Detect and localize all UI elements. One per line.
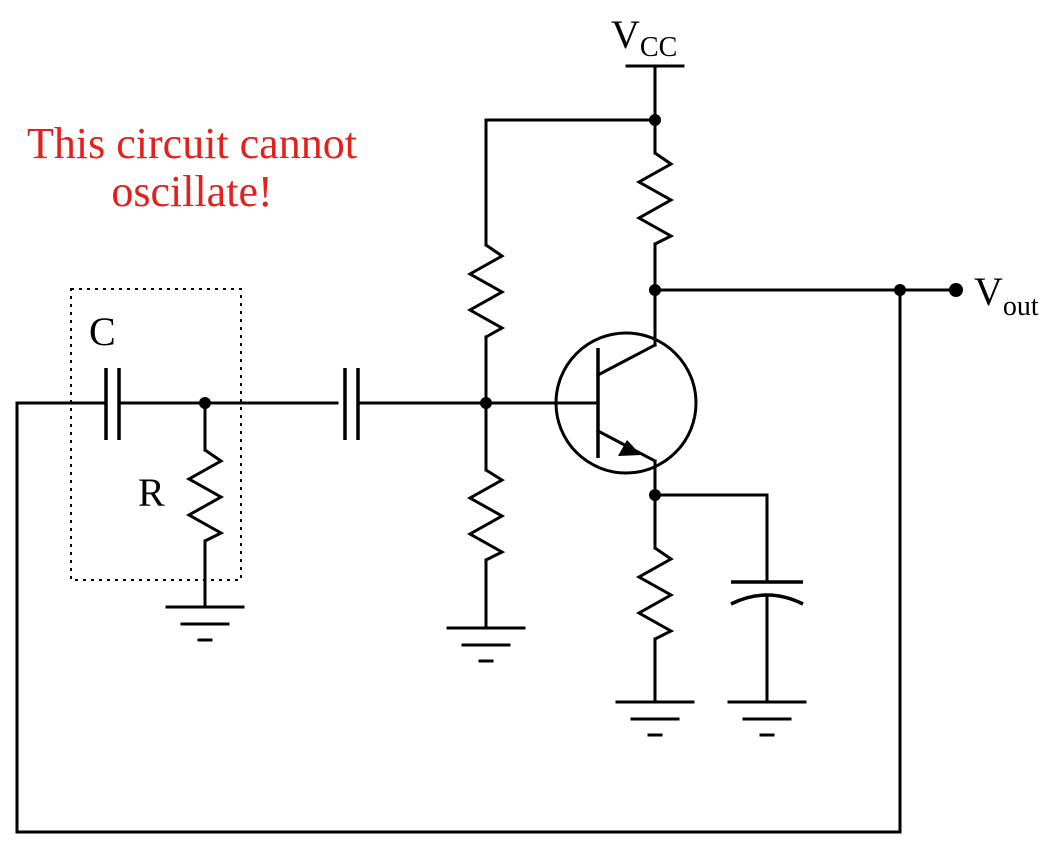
junction-dot [649, 284, 661, 296]
capacitor-label: C [89, 309, 116, 354]
vcc-terminal: VCC [611, 12, 685, 68]
ground-symbol-bias [446, 626, 526, 663]
coupling-capacitor [343, 368, 360, 440]
collector-resistor [635, 151, 675, 246]
resistor-r [185, 448, 225, 543]
junction-dot [649, 114, 661, 126]
junction-dot [480, 397, 492, 409]
emitter-arrow-icon [618, 440, 641, 456]
junction-dot [649, 489, 661, 501]
rc-section-box [70, 288, 242, 581]
ground-symbol-emitter [615, 700, 695, 737]
emitter-resistor [635, 546, 675, 641]
vout-label: Vout [974, 269, 1039, 322]
bias-top-wire [484, 118, 657, 247]
ground-symbol-r [165, 605, 245, 642]
npn-transistor [554, 331, 698, 475]
vcc-label: VCC [611, 12, 677, 63]
upper-bias-resistor [466, 243, 506, 339]
ground-symbol-bypass [727, 700, 807, 737]
annotation-line-2: oscillate! [111, 167, 272, 216]
lower-bias-resistor [466, 468, 506, 562]
junction-dot [199, 397, 211, 409]
feedback-wire [15, 288, 902, 834]
annotation-line-1: This circuit cannot [27, 119, 357, 168]
vout-terminal: Vout [949, 269, 1039, 322]
junction-dot [894, 284, 906, 296]
bypass-top-wire [653, 493, 769, 584]
capacitor-c [104, 368, 121, 440]
resistor-label: R [138, 470, 165, 515]
